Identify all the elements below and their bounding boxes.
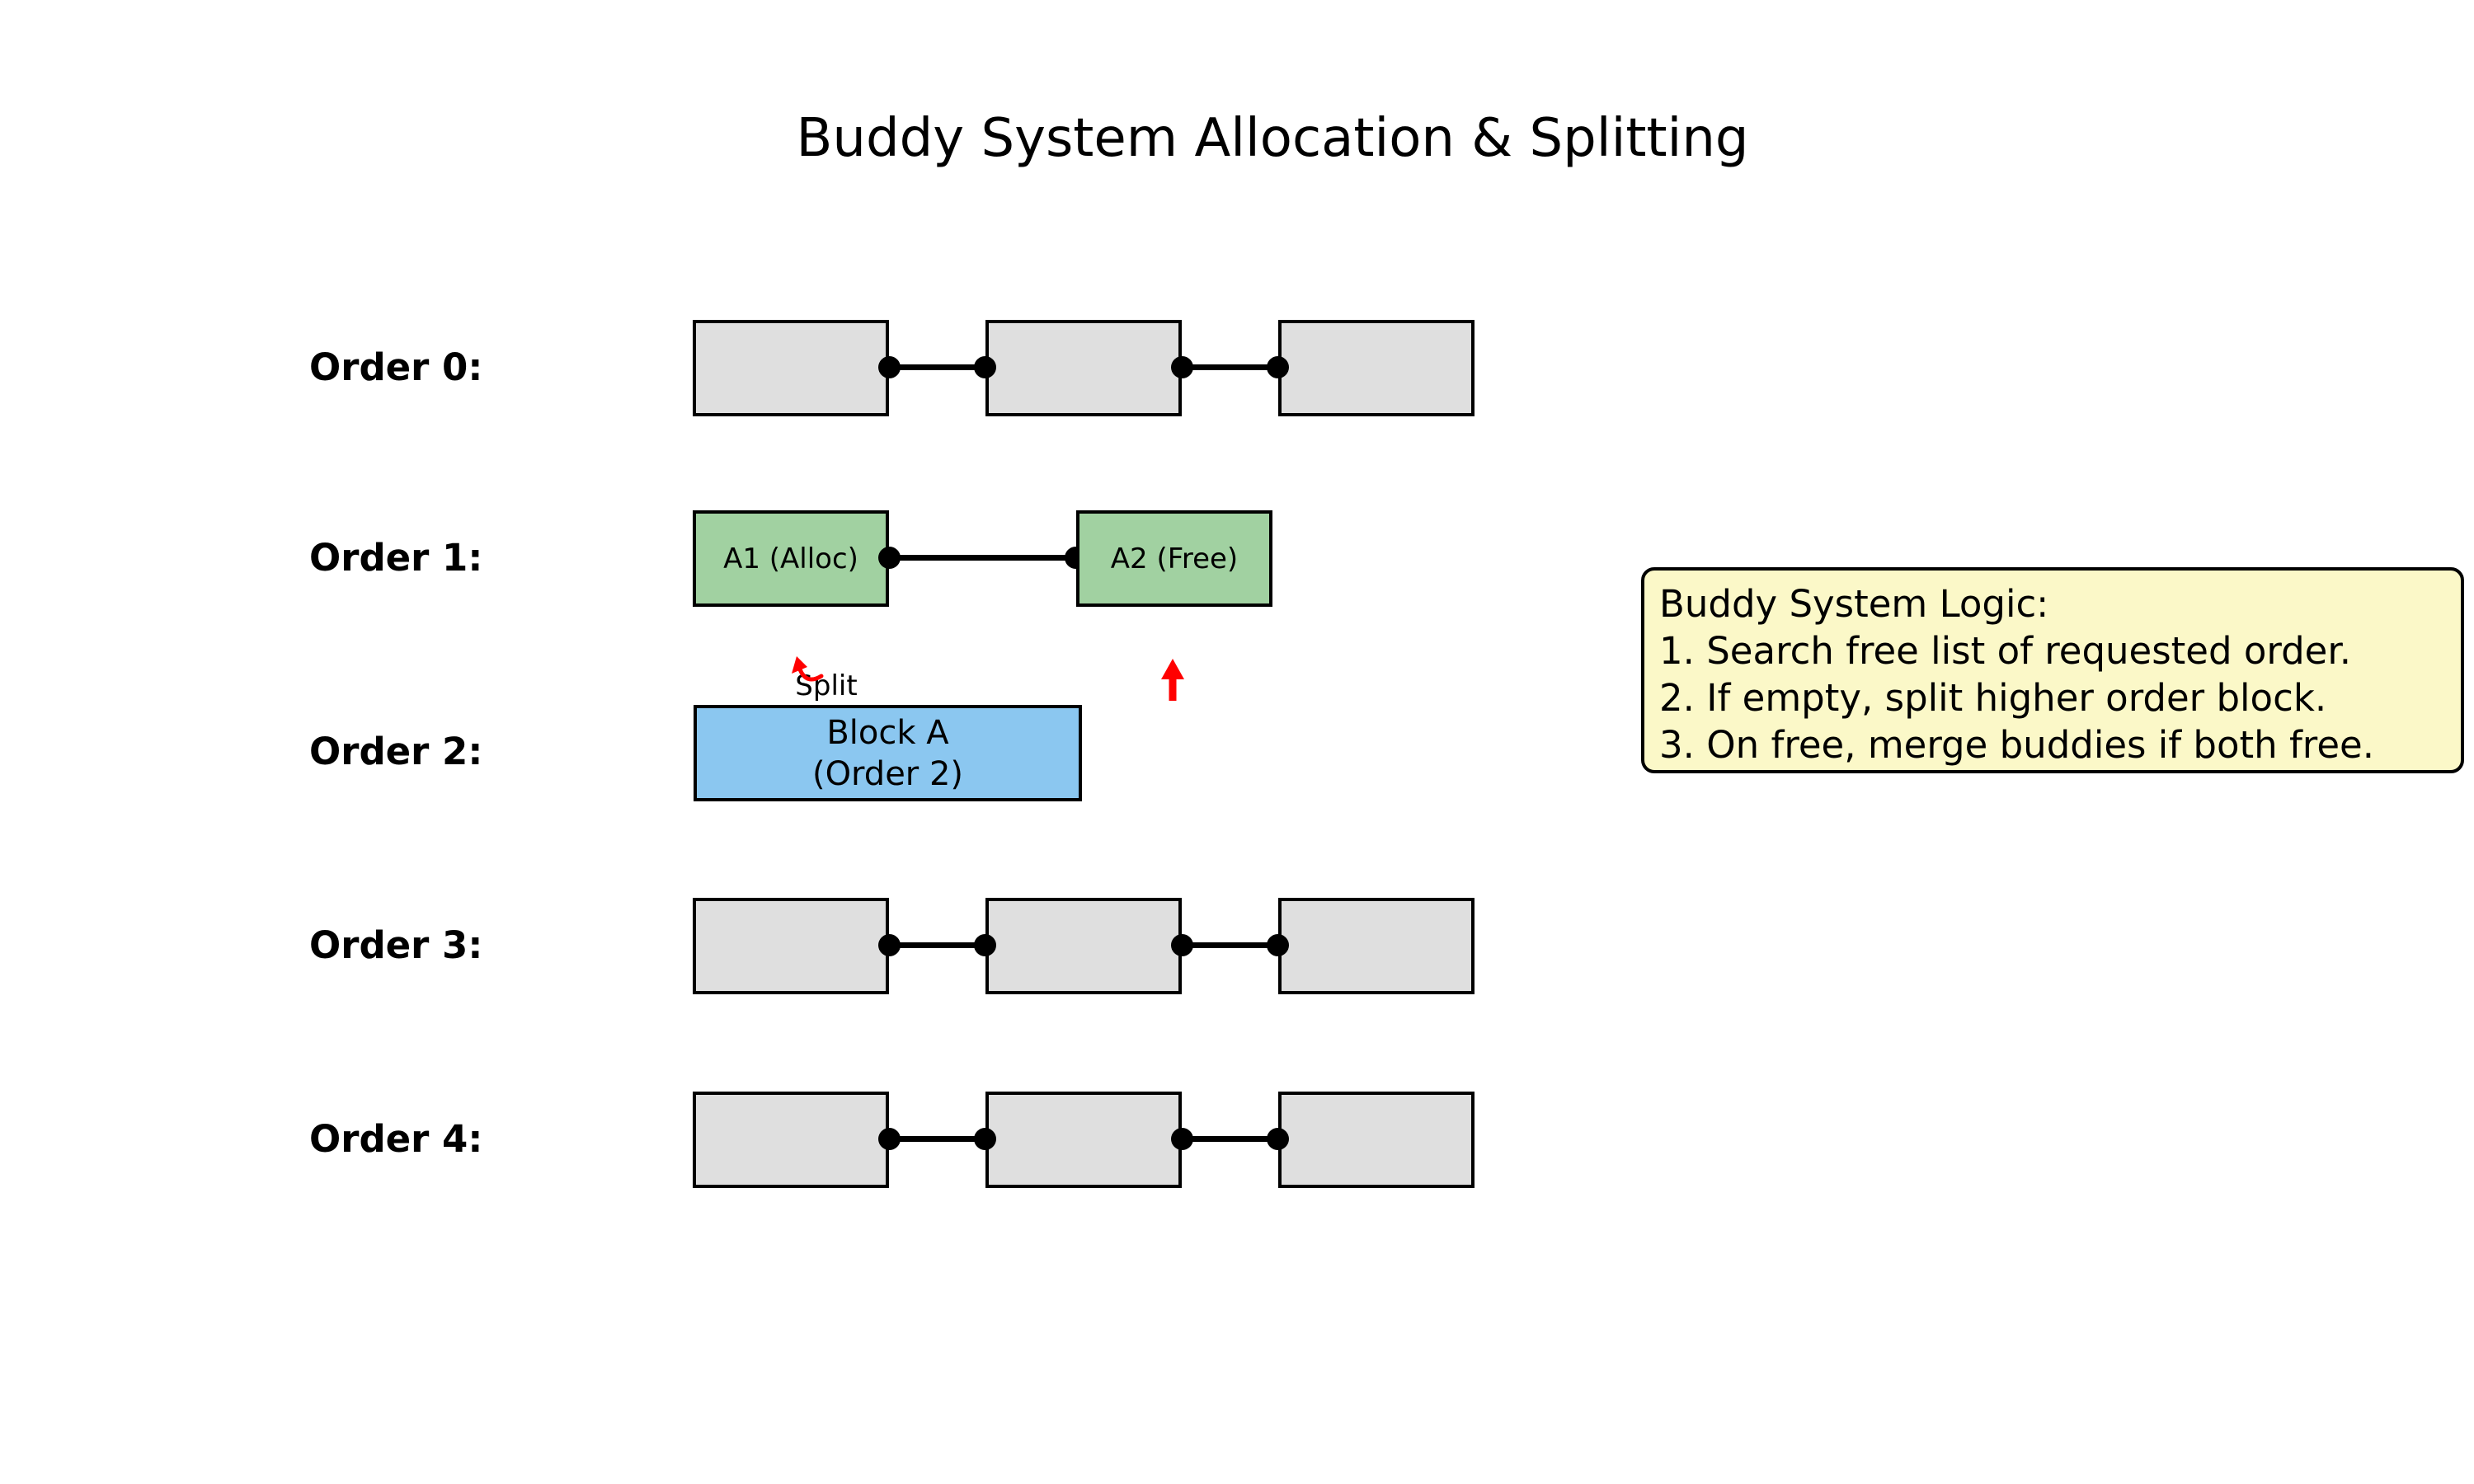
block-a1: A1 (Alloc) bbox=[693, 510, 889, 607]
list-connector bbox=[878, 934, 996, 956]
page-title: Buddy System Allocation & Splitting bbox=[796, 108, 1749, 169]
list-connector bbox=[878, 356, 996, 378]
note-line: 1. Search free list of requested order. bbox=[1659, 629, 2352, 673]
row-label-order-0: Order 0: bbox=[309, 345, 483, 389]
logic-note: Buddy System Logic: 1. Search free list … bbox=[1641, 567, 2464, 773]
free-block bbox=[693, 320, 889, 416]
list-connector bbox=[1171, 934, 1289, 956]
free-block bbox=[985, 1092, 1182, 1188]
free-block bbox=[693, 898, 889, 994]
free-block bbox=[693, 1092, 889, 1188]
block-a1-label: A1 (Alloc) bbox=[723, 542, 858, 575]
block-a2-label: A2 (Free) bbox=[1110, 542, 1239, 575]
row-label-order-2: Order 2: bbox=[309, 730, 483, 773]
block-a: Block A (Order 2) bbox=[694, 705, 1082, 801]
list-connector bbox=[878, 547, 1087, 569]
free-block bbox=[985, 320, 1182, 416]
note-line: Buddy System Logic: bbox=[1659, 582, 2049, 626]
up-arrow-icon bbox=[1161, 659, 1184, 701]
row-label-order-3: Order 3: bbox=[309, 923, 483, 967]
list-connector bbox=[1171, 356, 1289, 378]
free-block bbox=[985, 898, 1182, 994]
row-label-order-1: Order 1: bbox=[309, 536, 483, 580]
free-block bbox=[1278, 320, 1475, 416]
note-line: 3. On free, merge buddies if both free. bbox=[1659, 723, 2374, 767]
split-arrow-icon bbox=[792, 656, 824, 682]
row-label-order-4: Order 4: bbox=[309, 1117, 483, 1161]
note-line: 2. If empty, split higher order block. bbox=[1659, 676, 2327, 720]
free-block bbox=[1278, 1092, 1475, 1188]
block-a-order: (Order 2) bbox=[811, 754, 964, 793]
block-a-name: Block A bbox=[826, 713, 949, 752]
block-a2: A2 (Free) bbox=[1076, 510, 1272, 607]
list-connector bbox=[878, 1128, 996, 1150]
free-block bbox=[1278, 898, 1475, 994]
list-connector bbox=[1171, 1128, 1289, 1150]
